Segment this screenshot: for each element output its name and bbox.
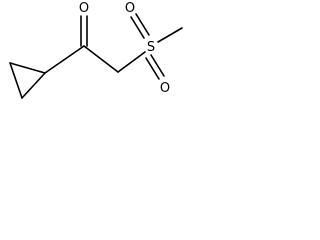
chemical-structure: O S O O <box>9 1 183 99</box>
sulfonyl-left-double-bond <box>130 13 150 39</box>
sulfonyl-right-double-bond <box>145 54 165 80</box>
cyclopropyl-ring <box>9 62 46 99</box>
sulfonyl-left-bond-line-2 <box>135 13 150 36</box>
ring-bond-top <box>9 62 46 74</box>
carbonyl-oxygen-label: O <box>79 1 89 16</box>
sulfonyl-right-bond-line-1 <box>145 57 160 80</box>
sulfonyl-oxygen-left-label: O <box>125 1 135 16</box>
ring-to-carbonyl-bond <box>44 45 85 74</box>
methylene-to-sulfur-bond <box>117 51 146 73</box>
sulfur-label: S <box>147 40 155 55</box>
ring-bond-right <box>21 72 46 99</box>
carbonyl-double-bond <box>80 15 88 47</box>
sulfonyl-left-bond-line-1 <box>130 16 145 39</box>
sulfur-to-methyl-bond <box>157 27 183 43</box>
carbonyl-to-methylene-bond <box>83 45 119 73</box>
ring-bond-left <box>9 62 23 99</box>
sulfonyl-right-bond-line-2 <box>150 54 165 77</box>
sulfonyl-oxygen-right-label: O <box>160 81 170 96</box>
